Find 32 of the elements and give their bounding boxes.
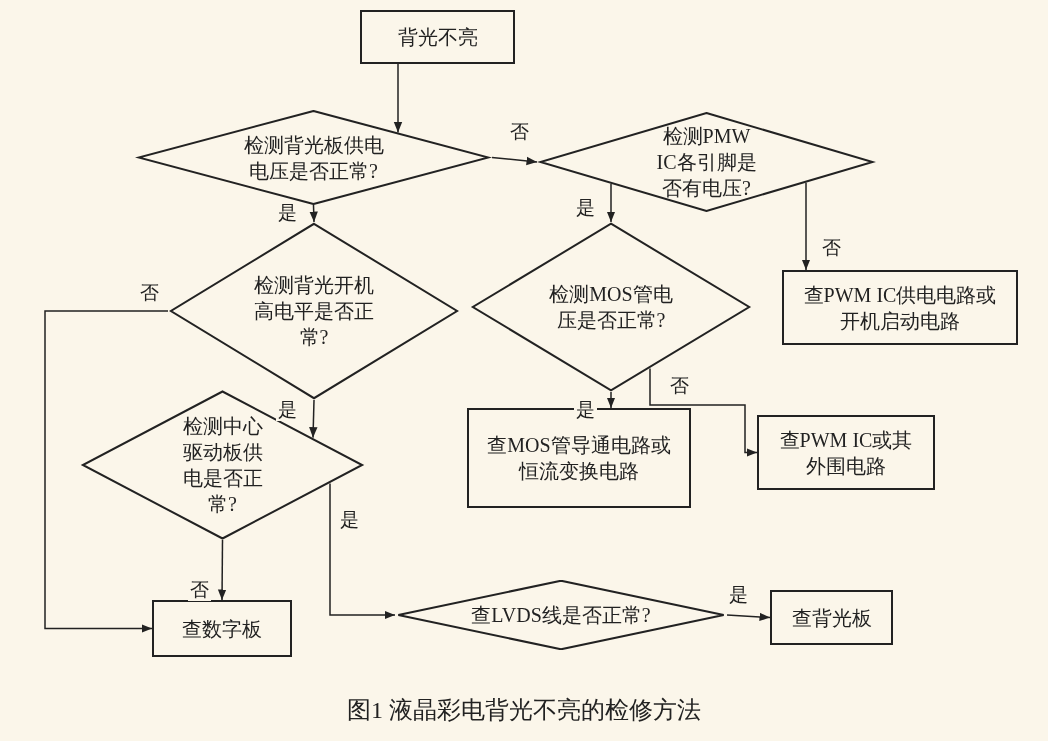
arrow <box>801 181 811 271</box>
process-box: 查背光板 <box>770 590 893 645</box>
arrow <box>606 391 616 409</box>
arrow <box>309 204 318 223</box>
process-box: 查PWM IC供电电路或开机启动电路 <box>782 270 1018 345</box>
process-box: 背光不亮 <box>360 10 515 64</box>
process-box: 查PWM IC或其外围电路 <box>757 415 935 490</box>
arrow <box>329 482 396 620</box>
decision-diamond: 检测背光板供电电压是否正常? <box>135 110 492 205</box>
decision-diamond: 检测背光开机高电平是否正常? <box>168 222 460 400</box>
arrow <box>491 156 538 166</box>
arrow <box>217 539 227 601</box>
process-box: 查数字板 <box>152 600 292 657</box>
arrow <box>393 63 403 134</box>
edge-label: 否 <box>508 122 531 143</box>
arrow <box>606 183 616 223</box>
edge-label: 是 <box>727 585 750 606</box>
arrow <box>649 367 758 457</box>
edge-label: 是 <box>338 510 361 531</box>
arrow <box>309 399 318 439</box>
edge-label: 是 <box>276 203 299 224</box>
edge-label: 是 <box>574 198 597 219</box>
edge-label: 是 <box>574 400 597 421</box>
edge-label: 否 <box>138 283 161 304</box>
arrow <box>44 310 169 633</box>
edge-label: 否 <box>668 376 691 397</box>
edge-label: 否 <box>188 580 211 601</box>
decision-diamond: 查LVDS线是否正常? <box>395 580 727 650</box>
caption: 图1 液晶彩电背光不亮的检修方法 <box>346 696 702 725</box>
edge-label: 否 <box>820 238 843 259</box>
edge-label: 是 <box>276 400 299 421</box>
arrow <box>726 612 771 622</box>
